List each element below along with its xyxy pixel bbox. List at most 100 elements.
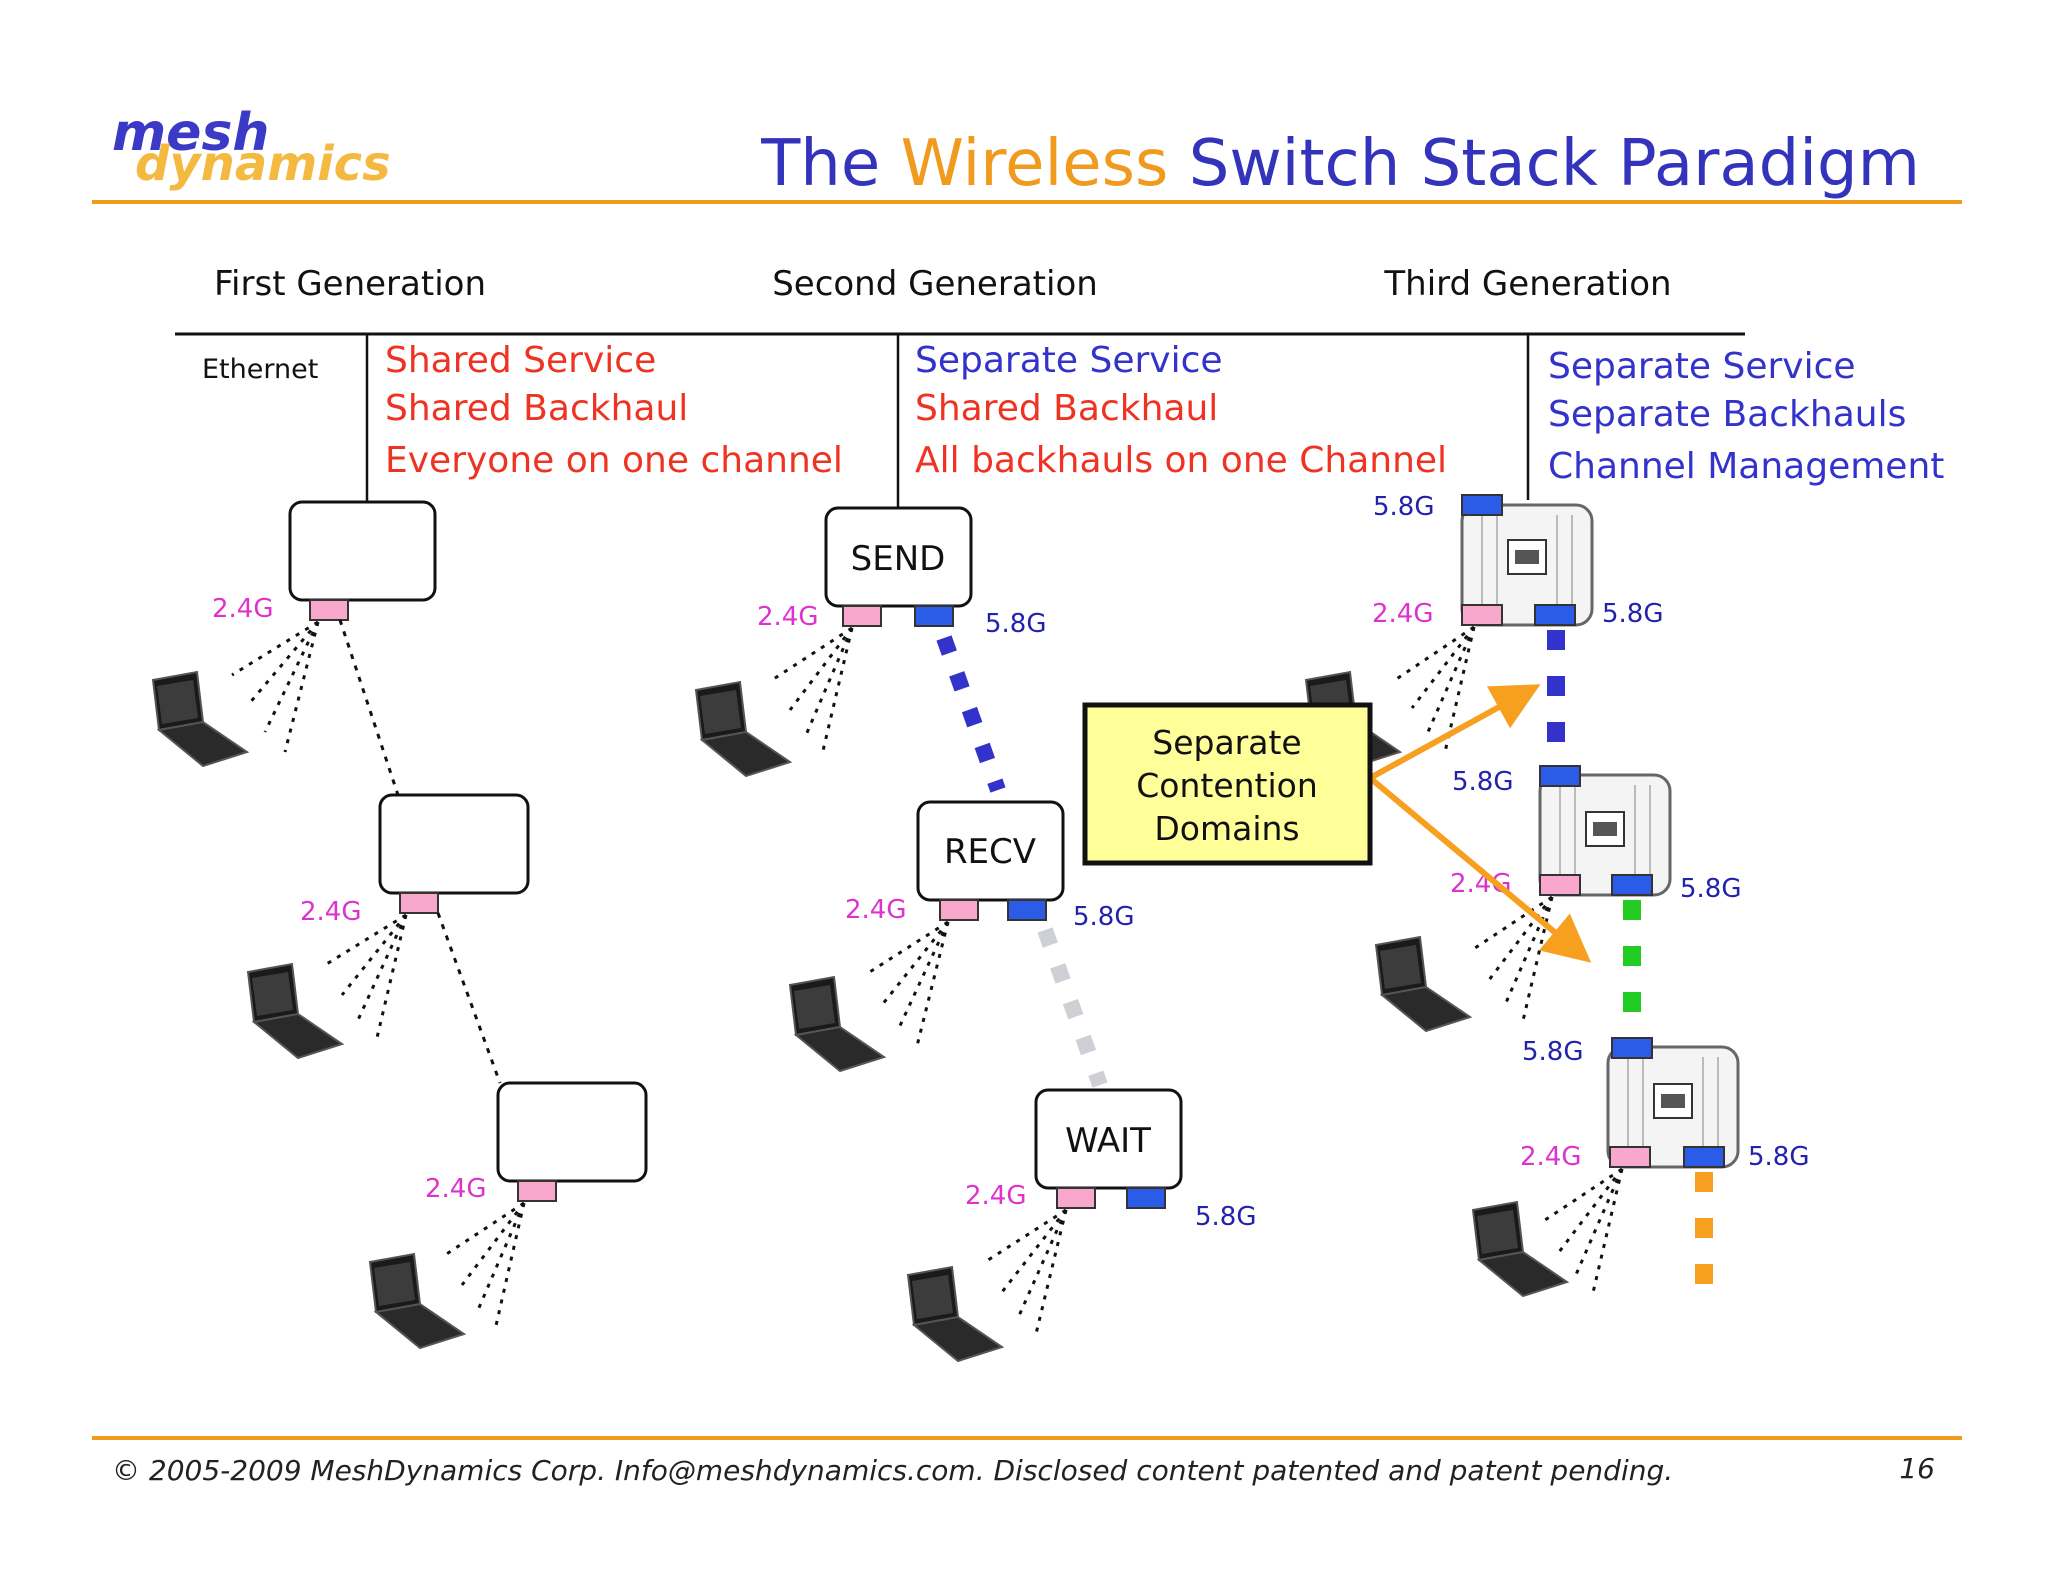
gen2-feature: All backhauls on one Channel [915,440,1447,481]
band-58-label: 5.8G [1073,902,1135,932]
gen1-feature: Everyone on one channel [385,440,843,481]
callout-line: Separate [1152,723,1301,762]
ethernet-label: Ethernet [202,354,318,385]
gen2-feature: Shared Backhaul [915,388,1218,429]
gen3-feature: Separate Backhauls [1548,394,1906,435]
radio-fan [1541,1167,1624,1298]
recv-node [916,800,1065,902]
gen1-column: 2.4G 2.4G 2.4G [151,500,648,1350]
port-58 [914,605,954,627]
band-24-label: 2.4G [1520,1142,1582,1172]
gen1-feature: Shared Backhaul [385,388,688,429]
logo-mesh: mesh [112,103,269,163]
band-24-label: 2.4G [965,1181,1027,1211]
radio-fan [984,1208,1068,1339]
band-58-label: 5.8G [985,609,1047,639]
title-part3: Switch Stack Paradigm [1168,127,1920,201]
band-58-label: 5.8G [1452,767,1514,797]
wait-label: WAIT [1065,1121,1151,1161]
mesh-router-icon [1606,1045,1740,1169]
radio-fan [444,1201,526,1331]
shared-backhaul-link [338,619,400,796]
active-backhaul-link [936,635,1006,793]
title-part1: The [760,127,900,201]
gen1-node [378,793,530,895]
title-part2: Wireless [901,127,1169,201]
band-24-label: 2.4G [212,594,274,624]
recv-label: RECV [944,832,1036,872]
radio-fan [1394,625,1476,753]
port-58 [1126,1187,1166,1209]
send-node [824,506,973,608]
mesh-router-icon [1460,503,1594,627]
gen1-node [288,500,437,602]
port-58 [1611,874,1653,896]
laptop-icon [246,962,345,1060]
band-24-label: 2.4G [300,897,362,927]
gen1-feature: Shared Service [385,340,656,381]
port-58 [1007,899,1047,921]
band-58-label: 5.8G [1522,1037,1584,1067]
port-58 [1683,1146,1725,1168]
port-24 [517,1180,557,1202]
laptop-icon [906,1265,1005,1363]
band-24-label: 2.4G [425,1174,487,1204]
gen1-features: Shared Service Shared Backhaul Everyone … [385,340,843,481]
laptop-icon [694,680,793,778]
band-58-label: 5.8G [1602,599,1664,629]
shared-backhaul-link [436,912,502,1084]
radio-fan [324,913,408,1043]
callout-line: Contention [1136,766,1318,805]
radio-fan [771,626,854,756]
gen3-column: 5.8G 2.4G 5.8G 5.8G 2.4G 5.8G 5.8G 2.4G … [1082,492,1810,1298]
port-58 [1461,494,1503,516]
wait-node [1034,1088,1183,1190]
radio-fan [1471,895,1554,1026]
footer-copyright: © 2005-2009 MeshDynamics Corp. Info@mesh… [112,1454,1673,1487]
band-58-label: 5.8G [1748,1142,1810,1172]
band-58-label: 5.8G [1195,1202,1257,1232]
band-24-label: 2.4G [1372,599,1434,629]
gen2-column: SEND 2.4G 5.8G RECV 2.4G 5.8G WAIT 2.4G … [694,506,1257,1363]
gen3-header: Third Generation [1383,264,1671,304]
port-58 [1534,604,1576,626]
port-24 [842,605,882,627]
laptop-icon [788,975,887,1073]
contention-domains-callout [1082,702,1373,866]
band-24-label: 2.4G [757,602,819,632]
port-58 [1539,765,1581,787]
gen2-features: Separate Service Shared Backhaul All bac… [915,340,1447,481]
radio-fan [231,620,320,753]
meshdynamics-logo: mesh dynamics [112,103,391,192]
band-58-label: 5.8G [1680,874,1742,904]
gen1-node [496,1081,648,1183]
laptop-icon [368,1252,467,1350]
laptop-icon [151,670,250,768]
band-58-label: 5.8G [1373,492,1435,522]
port-24 [1539,874,1581,896]
port-24 [309,599,349,621]
port-24 [1056,1187,1096,1209]
callout-arrow [1368,775,1592,963]
port-24 [399,892,439,914]
callout-line: Domains [1154,809,1299,848]
mesh-router-icon [1538,773,1672,897]
gen3-features: Separate Service Separate Backhauls Chan… [1548,346,1944,487]
port-58 [1611,1037,1653,1059]
laptop-icon [1471,1200,1570,1298]
slide-title: The Wireless Switch Stack Paradigm [760,127,1920,201]
laptop-icon [1374,935,1473,1033]
gen3-feature: Channel Management [1548,446,1944,487]
port-24 [939,899,979,921]
idle-backhaul-link [1037,927,1108,1088]
port-24 [1461,604,1503,626]
band-24-label: 2.4G [845,895,907,925]
radio-fan [864,920,950,1051]
gen1-header: First Generation [214,264,486,304]
send-label: SEND [851,539,946,579]
page-number: 16 [1899,1452,1935,1485]
gen2-header: Second Generation [772,264,1098,304]
gen2-feature: Separate Service [915,340,1223,381]
logo-dynamics: dynamics [135,136,391,192]
